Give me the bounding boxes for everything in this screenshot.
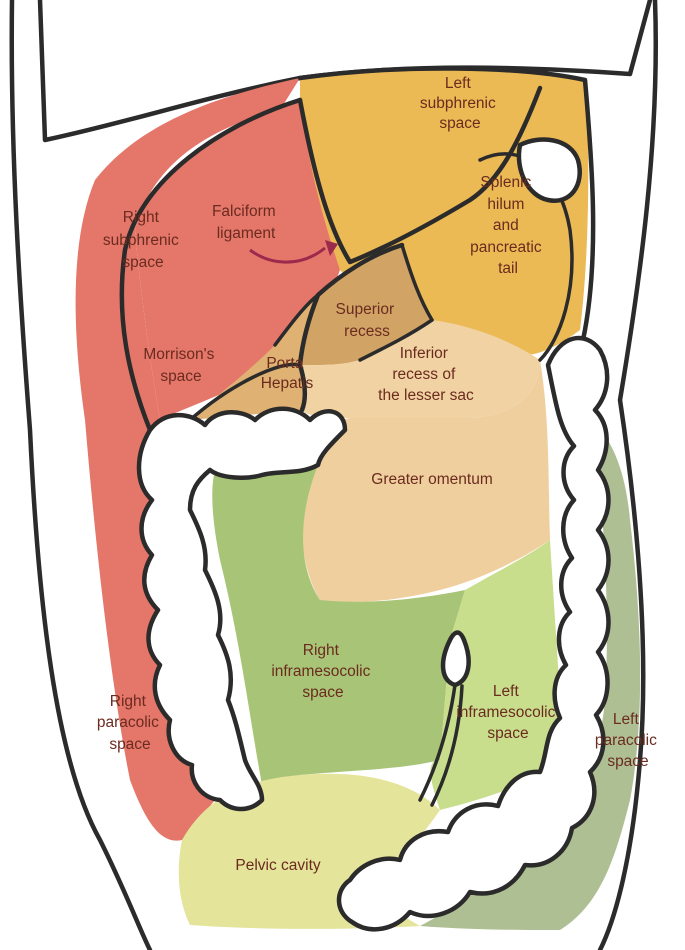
greater-omentum-region [301, 360, 550, 602]
transverse-colon [136, 406, 348, 812]
right-inframesocolic-region [212, 460, 465, 785]
label-right-inframesocolic: Right inframesocolic space [271, 642, 374, 701]
label-pelvic-cavity: Pelvic cavity [235, 857, 321, 874]
porta-hepatis-region [190, 295, 318, 420]
label-left-inframesocolic: Left inframesocolic space [456, 683, 559, 742]
label-greater-omentum: Greater omentum [371, 471, 492, 488]
label-falciform-ligament: Falciform ligament [212, 203, 280, 242]
descending-colon [336, 335, 611, 932]
labels: Left subphrenic space Falciform ligament… [97, 75, 661, 874]
label-porta-hepatis: Porta Hepatis [261, 355, 314, 392]
right-subphrenic-region [75, 78, 300, 841]
label-left-paracolic: Left paracolic space [595, 711, 661, 770]
label-right-subphrenic: Right subphrenic space [103, 209, 183, 271]
label-right-paracolic: Right paracolic space [97, 693, 163, 753]
morrison-region [135, 100, 340, 420]
label-superior-recess: Superior recess [336, 301, 399, 340]
label-left-subphrenic: Left subphrenic space [420, 75, 500, 132]
falciform-arrowhead [325, 240, 338, 256]
region-outlines [119, 66, 596, 433]
spleen-outline [516, 137, 582, 204]
label-morrison-space: Morrison's space [143, 346, 218, 385]
label-inferior-recess: Inferior recess of the lesser sac [378, 345, 474, 404]
inferior-recess-region [300, 320, 540, 418]
falciform-arrow [249, 246, 326, 264]
mesentery-line [418, 683, 464, 807]
left-inframesocolic-region [430, 540, 565, 810]
sigmoid-mesentery [440, 630, 471, 688]
superior-recess-region [300, 245, 432, 366]
label-splenic-hilum: Splenic hilum and pancreatic tail [470, 174, 546, 277]
